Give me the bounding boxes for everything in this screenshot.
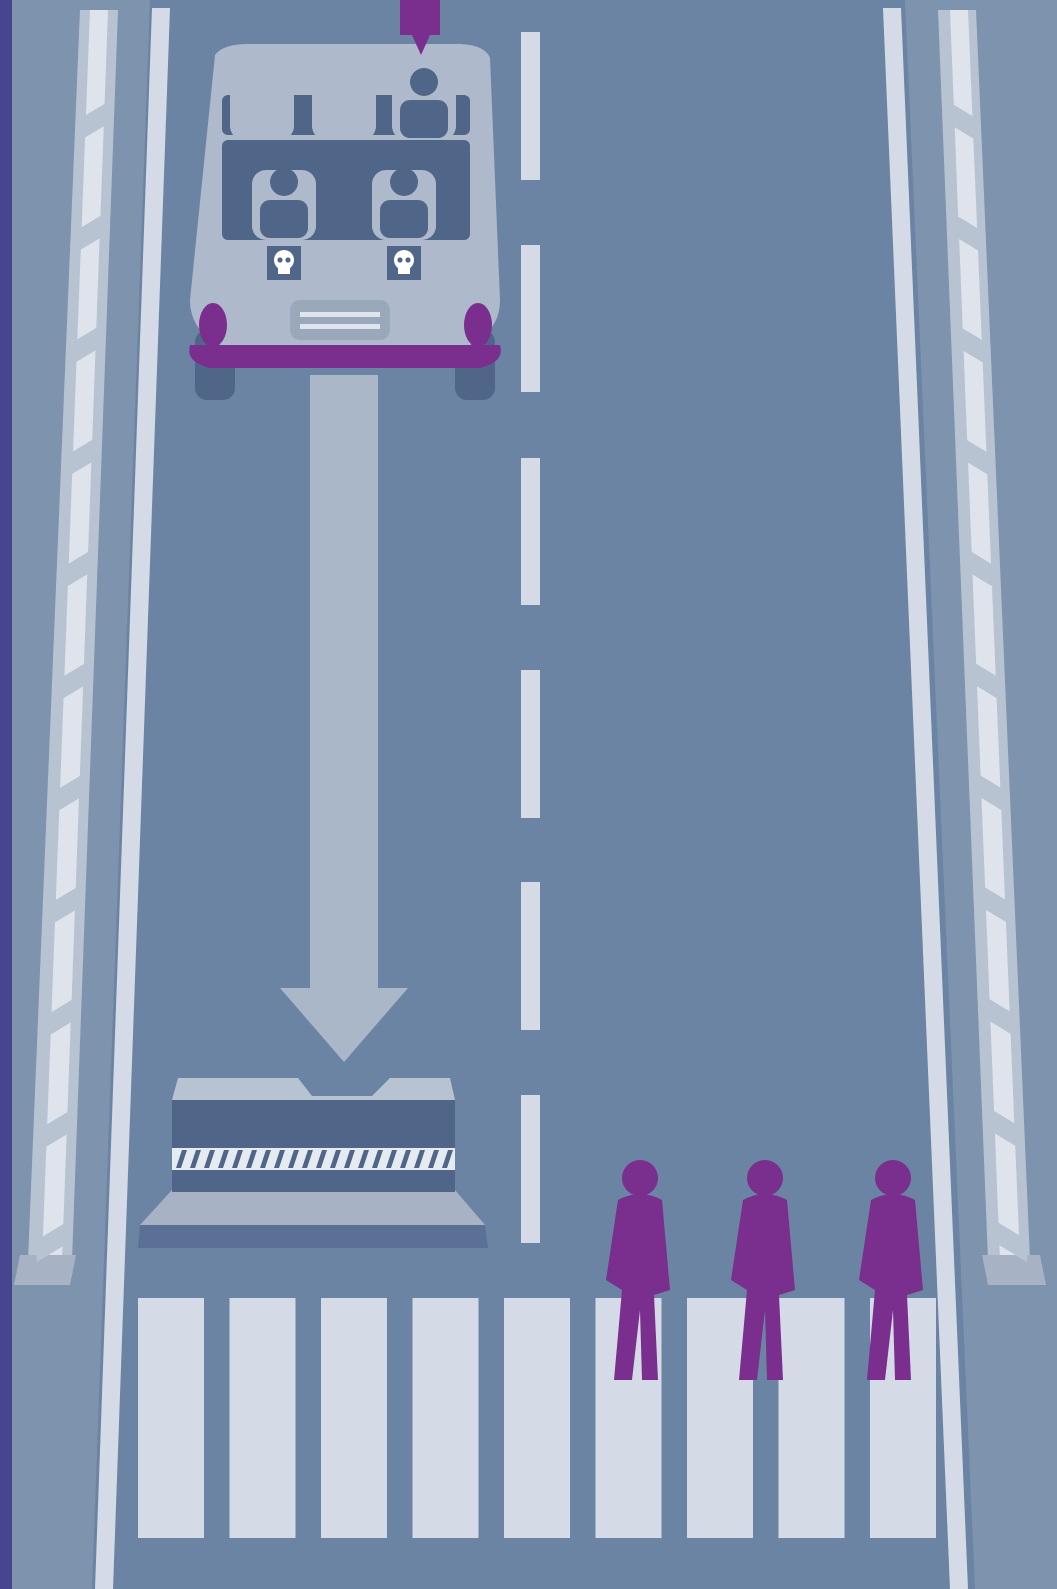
crosswalk <box>138 1298 936 1538</box>
center-dash <box>521 670 540 818</box>
passenger <box>230 70 294 140</box>
concrete-barrier-icon <box>138 1078 488 1248</box>
center-dash <box>521 458 540 605</box>
crosswalk-stripe <box>504 1298 570 1538</box>
crosswalk-stripe <box>230 1298 296 1538</box>
crosswalk-stripe <box>321 1298 387 1538</box>
center-dash <box>521 1095 540 1243</box>
passenger <box>312 70 376 140</box>
center-dash <box>521 245 540 392</box>
skull-icon <box>387 246 421 280</box>
seat <box>312 70 376 140</box>
center-dash <box>521 32 540 180</box>
autonomous-car-icon <box>189 0 501 400</box>
center-dash <box>521 882 540 1030</box>
passenger-body <box>260 200 308 238</box>
passenger-head <box>410 68 438 96</box>
passenger-head <box>390 168 418 196</box>
skull-icon <box>267 246 301 280</box>
passenger-head <box>270 168 298 196</box>
seat <box>230 70 294 140</box>
crosswalk-stripe <box>413 1298 479 1538</box>
passenger <box>392 68 456 140</box>
passenger-body <box>400 100 448 138</box>
crosswalk-stripe <box>779 1298 845 1538</box>
crosswalk-stripe <box>138 1298 204 1538</box>
passenger-body <box>380 200 428 238</box>
